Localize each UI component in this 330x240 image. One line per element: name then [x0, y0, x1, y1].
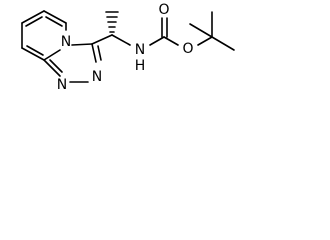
bond-c3-n2	[91, 43, 97, 63]
bond-tbu-right	[211, 36, 235, 51]
atom-n1: N	[57, 77, 67, 93]
bond-c3-chiral	[91, 34, 113, 45]
bond-c8a-n1	[43, 59, 61, 77]
atom-labels: N N H O O N N	[57, 2, 194, 93]
atom-o-ester: O	[182, 41, 193, 57]
pyridine-ring	[21, 10, 67, 61]
atom-n2: N	[92, 69, 102, 85]
bond-chiral-nh	[111, 34, 131, 46]
chiral-center	[91, 11, 131, 46]
atom-h-amide: H	[135, 58, 146, 74]
bond-c8-c8a-inner	[26, 45, 44, 56]
tert-butyl-group	[189, 11, 235, 51]
bond-c8-c8a	[21, 47, 45, 61]
bond-c3-n2-inner	[97, 45, 102, 61]
atom-o-carbonyl: O	[158, 2, 169, 18]
bond-c5-c6-inner	[45, 16, 63, 27]
bond-oester-tbu	[197, 36, 213, 46]
structural-formula: N N H O O N N	[21, 2, 235, 93]
bond-c5-c6	[43, 10, 67, 24]
bond-nh-carbonyl	[149, 36, 165, 46]
bond-n4-c3	[71, 43, 93, 46]
atom-n4: N	[61, 34, 71, 50]
bond-tbu-left	[189, 23, 213, 38]
carbamate-group	[149, 17, 213, 46]
triazole-ring	[43, 43, 102, 83]
bond-c8a-n1-inner	[49, 59, 63, 73]
bond-carbonyl-oester	[163, 36, 179, 46]
bond-c6-c7-inner	[25, 16, 43, 27]
atom-n-amide: N	[135, 42, 145, 58]
bond-c6-c7	[21, 10, 45, 24]
bond-c8a-n4	[43, 49, 61, 61]
